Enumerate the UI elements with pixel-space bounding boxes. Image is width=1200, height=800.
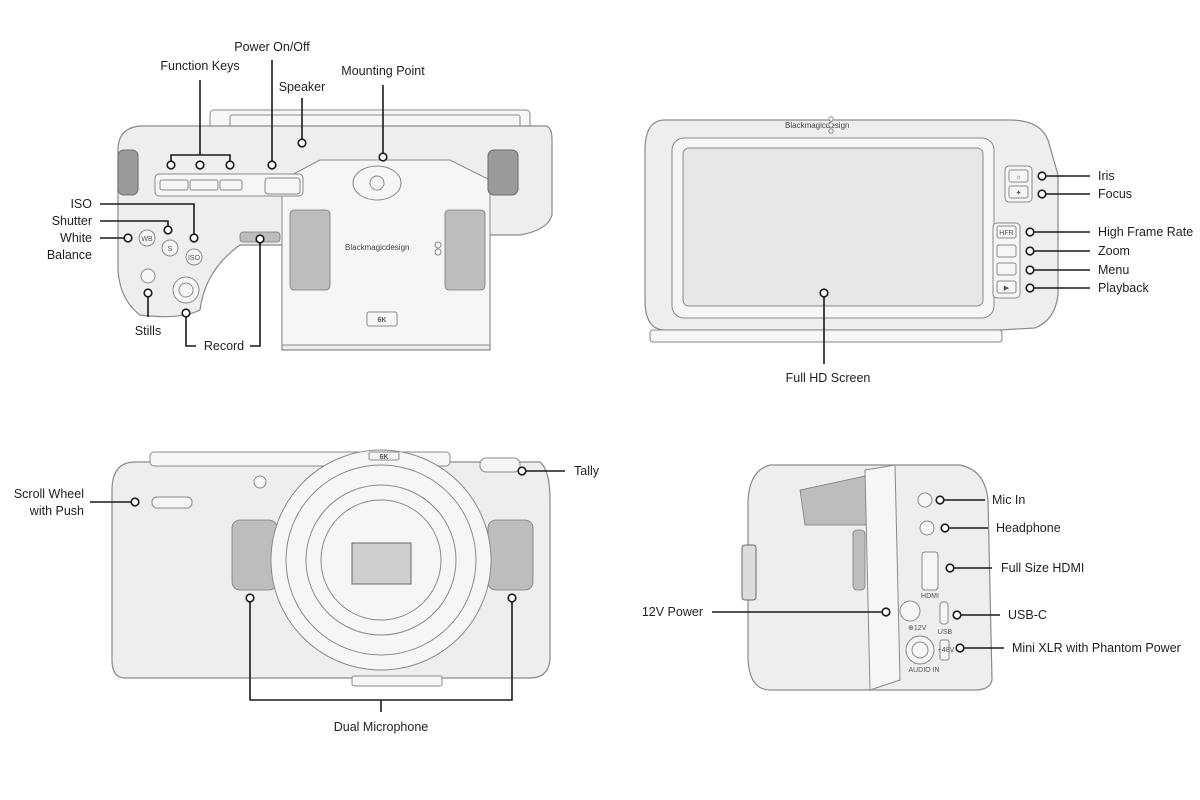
label-white-balance-1: White	[60, 231, 92, 245]
label-dual-microphone: Dual Microphone	[334, 720, 429, 734]
label-headphone: Headphone	[996, 521, 1061, 535]
audio-port-text: AUDIO IN	[908, 667, 939, 674]
top-view-callouts: Power On/Off Function Keys Speaker Mount…	[47, 40, 425, 353]
label-mounting-point: Mounting Point	[341, 64, 425, 78]
svg-text:☼: ☼	[1015, 174, 1021, 181]
shutter-button-text: S	[168, 246, 173, 253]
label-screen: Full HD Screen	[786, 371, 871, 385]
front-badge-text: 6K	[380, 454, 389, 461]
label-hdmi: Full Size HDMI	[1001, 561, 1084, 575]
label-scroll-wheel-2: with Push	[29, 504, 84, 518]
label-iso: ISO	[70, 197, 92, 211]
wb-button-text: WB	[141, 236, 153, 243]
back-view-callouts: Iris Focus High Frame Rate Zoom Menu Pla…	[786, 169, 1194, 385]
label-power: Power On/Off	[234, 40, 310, 54]
label-mic-in: Mic In	[992, 493, 1025, 507]
front-view-callouts: Tally Scroll Wheel with Push Dual Microp…	[14, 464, 600, 734]
dc-port-text: ⊕12V	[908, 625, 927, 632]
label-scroll-wheel-1: Scroll Wheel	[14, 487, 84, 501]
iso-button-text: ISO	[188, 255, 201, 262]
label-focus: Focus	[1098, 187, 1132, 201]
label-shutter: Shutter	[52, 214, 92, 228]
hdmi-port-text: HDMI	[921, 593, 939, 600]
label-mini-xlr: Mini XLR with Phantom Power	[1012, 641, 1181, 655]
top-view: WB S ISO Blackmagicdesign 6K	[117, 109, 553, 351]
label-tally: Tally	[574, 464, 600, 478]
label-function-keys: Function Keys	[160, 59, 239, 73]
label-record: Record	[204, 339, 244, 353]
label-12v-power: 12V Power	[642, 605, 703, 619]
svg-text:▶: ▶	[1004, 285, 1010, 292]
svg-text:✦: ✦	[1016, 189, 1022, 197]
xlr-port-text: +48V	[938, 647, 955, 654]
label-white-balance-2: Balance	[47, 248, 92, 262]
label-usbc: USB-C	[1008, 608, 1047, 622]
label-zoom: Zoom	[1098, 244, 1130, 258]
label-iris: Iris	[1098, 169, 1115, 183]
label-playback: Playback	[1098, 281, 1149, 295]
side-view: HDMI ⊕12V USB AUDIO IN +48V	[741, 464, 993, 691]
label-high-frame-rate: High Frame Rate	[1098, 225, 1193, 239]
usb-port-text: USB	[938, 629, 953, 636]
label-menu: Menu	[1098, 263, 1129, 277]
back-view: Blackmagicdesign ☼ ✦ HFR ▶	[644, 116, 1059, 343]
front-view: 6K	[111, 449, 551, 687]
label-stills: Stills	[135, 324, 161, 338]
side-view-callouts: Mic In Headphone Full Size HDMI USB-C 12…	[642, 493, 1181, 655]
top-brand-text: Blackmagicdesign	[345, 243, 409, 252]
hfr-button-text: HFR	[999, 230, 1013, 237]
back-brand-text: Blackmagicdesign	[785, 121, 849, 130]
top-badge-text: 6K	[378, 317, 387, 324]
label-speaker: Speaker	[279, 80, 326, 94]
